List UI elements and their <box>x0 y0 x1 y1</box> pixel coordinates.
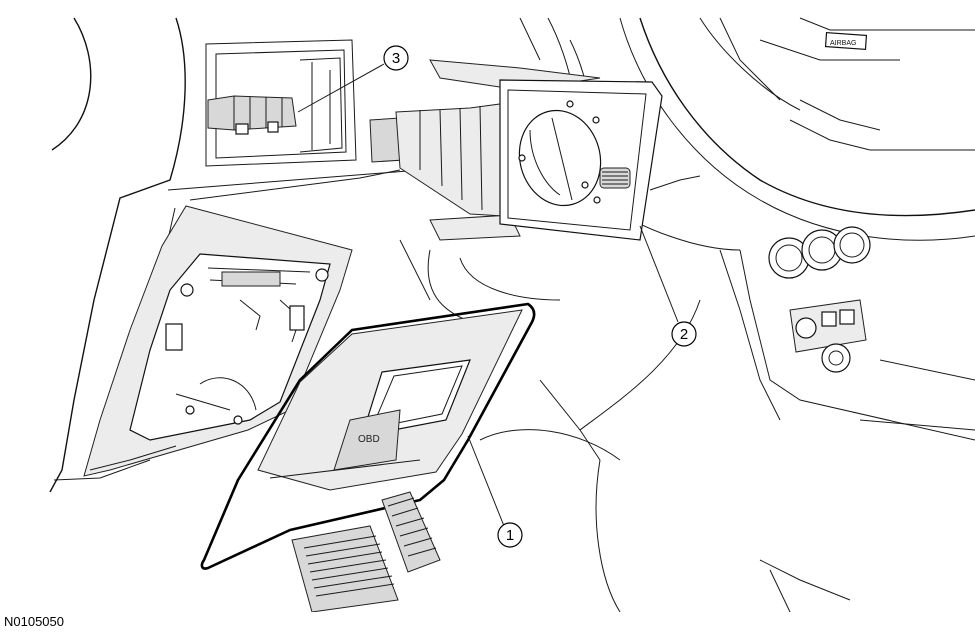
electrical-connector <box>207 95 297 135</box>
callout-3-label: 3 <box>392 50 400 67</box>
callout-1-label: 1 <box>506 527 514 544</box>
callout-1: 1 <box>497 522 523 548</box>
leader-line-3 <box>297 63 385 113</box>
obd-label: OBD <box>358 434 380 445</box>
pedals <box>291 491 441 612</box>
airbag-label: AIRBAG <box>830 40 856 47</box>
leader-line-2 <box>639 225 679 323</box>
diagram: AIRBAG <box>49 17 975 612</box>
callout-2: 2 <box>671 321 697 347</box>
leader-line-1 <box>467 435 505 527</box>
figure-id: N0105050 <box>4 614 64 629</box>
callout-2-label: 2 <box>680 326 688 343</box>
headlamp-switch <box>369 59 701 241</box>
dash-arc <box>51 17 92 151</box>
callout-3: 3 <box>383 45 409 71</box>
lower-opening-frame <box>83 205 353 477</box>
dash-outline <box>49 17 186 493</box>
obd-panel: OBD <box>200 302 536 570</box>
center-stack <box>719 149 975 612</box>
